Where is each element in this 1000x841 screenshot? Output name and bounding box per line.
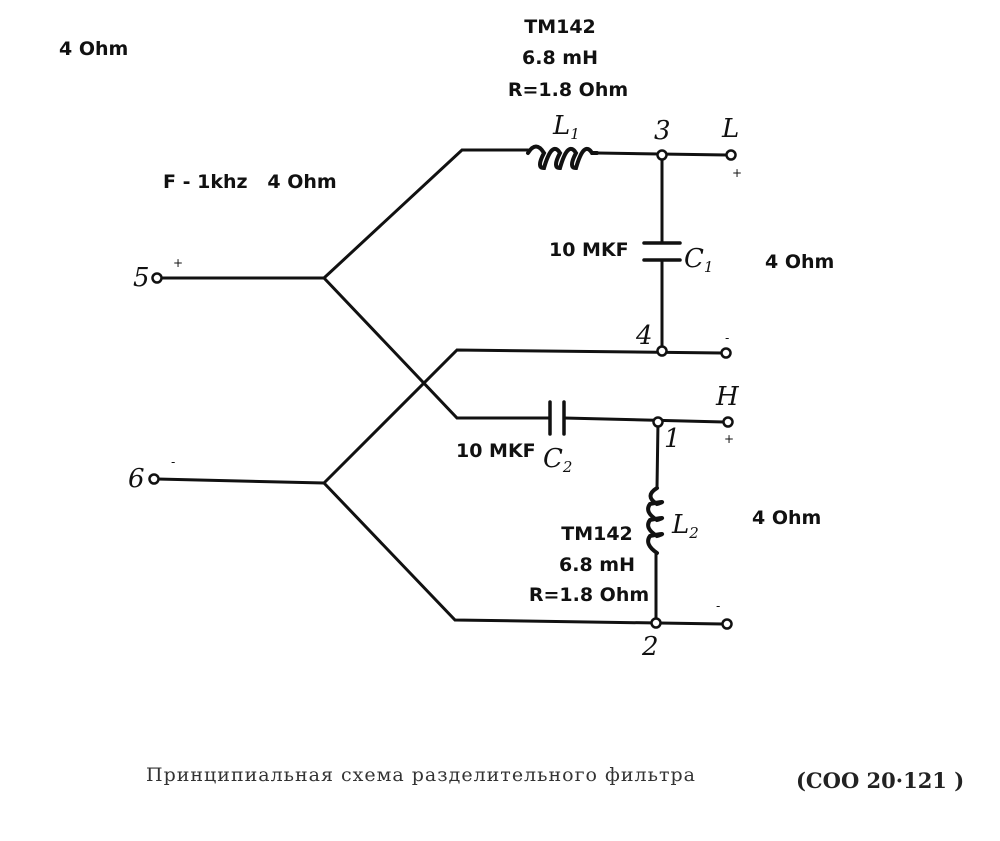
terminal-low-plus [725,149,737,161]
wire-node4-line [322,348,724,485]
node-3-label: 3 [654,116,671,146]
wires [155,148,729,626]
wire-to-l1 [322,148,530,280]
wire-to-node2 [322,481,725,626]
polarity-input-plus: + [173,256,183,270]
terminals [148,149,737,630]
polarity-high-minus: - [716,599,720,613]
annotation-l2-model: TM142 [561,523,633,545]
terminal-input-6 [148,473,160,485]
wire-node1-to-l2 [655,420,660,490]
junction-node2 [650,617,662,629]
l2-label: L2 [671,510,699,542]
junctions [650,149,668,629]
c2-label: C2 [543,444,572,476]
output-high-label: H [715,382,740,412]
annotation-l2-inductance: 6.8 mH [559,554,635,576]
node-1-label: 1 [664,424,681,454]
annotation-low-impedance: 4 Ohm [765,251,834,273]
polarity-input-minus: - [171,455,175,469]
terminal-input-5 [151,272,163,284]
junction-node1 [652,416,664,428]
annotation-c1-value: 10 MKF [549,239,629,261]
polarity-high-plus: + [724,432,734,446]
wire-input-6 [155,477,326,485]
inductor-l2 [646,486,665,555]
terminal-high-minus [721,618,733,630]
junction-node4 [656,345,668,357]
terminal-low-minus [720,347,732,359]
capacitor-c2 [548,400,566,436]
output-low-label: L [721,114,739,144]
annotation-l1-resistance: R=1.8 Ohm [508,79,628,101]
annotation-high-impedance: 4 Ohm [752,507,821,529]
annotation-frequency: F - 1khz 4 Ohm [163,171,337,193]
terminal-high-plus [722,416,734,428]
node-6-label: 6 [128,464,145,494]
annotation-top-left: 4 Ohm [59,38,128,60]
l1-label: L1 [552,111,580,143]
caption-text: Принципиальная схема разделительного фил… [146,764,696,786]
annotation-c2-value: 10 MKF [456,440,536,462]
wire-c2-to-node1 [562,416,726,424]
capacitor-c1 [642,241,682,262]
node-2-label: 2 [641,632,659,662]
node-5-label: 5 [133,263,150,293]
polarity-low-plus: + [732,166,742,180]
annotation-l1-inductance: 6.8 mH [522,47,598,69]
annotation-l1-model: TM142 [524,16,596,38]
c1-label: C1 [684,244,713,276]
caption-code: (СОО 20·121 ) [796,768,964,793]
annotation-l2-resistance: R=1.8 Ohm [529,584,649,606]
node-4-label: 4 [635,321,653,351]
junction-node3 [656,149,668,161]
polarity-low-minus: - [725,331,729,345]
inductor-l1 [526,144,599,171]
wire-to-c2 [322,276,552,420]
